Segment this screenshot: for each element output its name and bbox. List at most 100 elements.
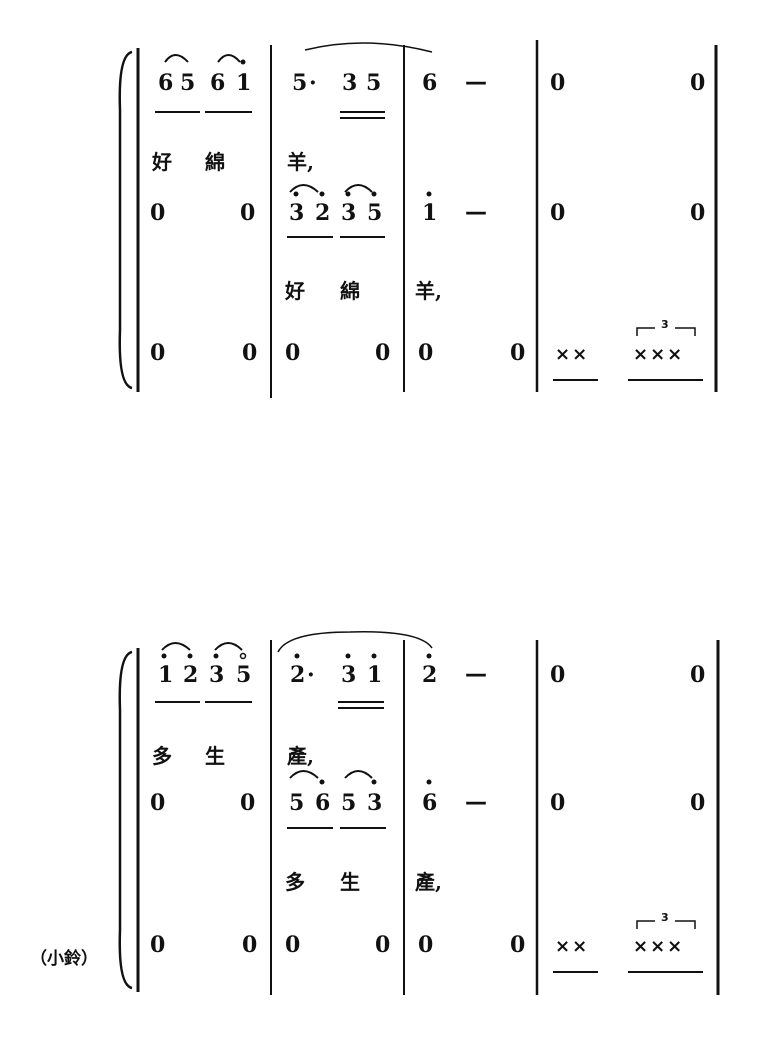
high-octave-dot — [345, 191, 351, 197]
slur — [344, 770, 373, 779]
melody-note: 3 — [341, 662, 357, 688]
high-octave-dot — [426, 191, 432, 197]
high-octave-dot — [294, 653, 300, 659]
slur — [289, 184, 319, 193]
high-octave-dot — [345, 653, 351, 659]
high-octave-dot — [187, 653, 193, 659]
slur — [217, 54, 241, 63]
melody-rest: 0 — [690, 662, 706, 688]
system-brace — [118, 50, 133, 390]
slur — [344, 184, 373, 193]
percussion-rest: 0 — [242, 932, 258, 958]
open-dot — [239, 652, 247, 660]
percussion-rest: 0 — [375, 932, 391, 958]
system-brace — [118, 650, 133, 990]
melody-note: 6 — [422, 70, 438, 96]
percussion-rest: 0 — [510, 932, 526, 958]
percussion-hits: ×× — [555, 936, 590, 957]
slur — [164, 54, 189, 63]
lyric-char: 綿 — [205, 150, 225, 174]
high-octave-dot — [319, 191, 325, 197]
high-octave-dot — [213, 653, 219, 659]
high-octave-dot — [426, 779, 432, 785]
triplet-number: 3 — [661, 911, 669, 924]
high-octave-dot — [240, 59, 246, 65]
augmentation-dot: · — [307, 662, 315, 688]
augmentation-dot: · — [309, 70, 317, 96]
high-octave-dot — [161, 653, 167, 659]
melody-note: 1 — [158, 662, 174, 688]
harmony-rest: 0 — [240, 790, 256, 816]
sustain-dash: — — [465, 70, 487, 95]
high-octave-dot — [371, 191, 377, 197]
phrase-slur — [277, 631, 433, 653]
sustain-dash: — — [465, 662, 487, 687]
high-octave-dot — [319, 779, 325, 785]
harmony-rest: 0 — [150, 200, 166, 226]
instrument-label: （小鈴） — [30, 949, 98, 969]
melody-note: 6 — [158, 70, 174, 96]
lyric-char: 羊, — [415, 279, 442, 303]
high-octave-dot — [371, 779, 377, 785]
lyric-char: 好 — [152, 150, 172, 174]
lyric-char: 多 — [152, 744, 172, 768]
percussion-rest: 0 — [418, 932, 434, 958]
melody-rest: 0 — [550, 70, 566, 96]
percussion-hits: ×× — [555, 344, 590, 365]
melody-rest: 0 — [550, 662, 566, 688]
sustain-dash: — — [465, 200, 487, 225]
melody-note: 5 — [292, 70, 308, 96]
melody-note: 3 — [209, 662, 225, 688]
phrase-slur — [304, 42, 433, 53]
harmony-rest: 0 — [550, 790, 566, 816]
melody-note: 2 — [183, 662, 199, 688]
lyric-char: 生 — [340, 870, 360, 894]
harmony-rest: 0 — [150, 790, 166, 816]
harmony-note: 5 — [367, 200, 383, 226]
harmony-note: 1 — [422, 200, 438, 226]
high-octave-dot — [293, 191, 299, 197]
melody-note: 5 — [180, 70, 196, 96]
system-1-lines — [118, 40, 718, 398]
harmony-rest: 0 — [550, 200, 566, 226]
melody-note: 2 — [290, 662, 306, 688]
lyric-char: 好 — [285, 279, 305, 303]
harmony-note: 5 — [289, 790, 305, 816]
harmony-note: 5 — [341, 790, 357, 816]
percussion-rest: 0 — [285, 340, 301, 366]
harmony-note: 2 — [315, 200, 331, 226]
score-system-1: 6 5 6 1 5 · 3 5 6 — 0 0 好 綿 羊, 0 0 3 2 3… — [0, 0, 772, 420]
melody-note: 1 — [236, 70, 252, 96]
harmony-note: 6 — [422, 790, 438, 816]
percussion-rest: 0 — [242, 340, 258, 366]
percussion-rest: 0 — [375, 340, 391, 366]
melody-note: 5 — [236, 662, 252, 688]
percussion-rest: 0 — [510, 340, 526, 366]
triplet-bracket — [636, 327, 696, 336]
lyric-char: 生 — [205, 744, 225, 768]
slur — [161, 642, 191, 651]
sustain-dash: — — [465, 790, 487, 815]
lyric-char: 多 — [285, 870, 305, 894]
harmony-note: 3 — [341, 200, 357, 226]
harmony-rest: 0 — [690, 790, 706, 816]
harmony-note: 6 — [315, 790, 331, 816]
high-octave-dot — [426, 653, 432, 659]
percussion-hits: ××× — [633, 344, 685, 365]
lyric-char: 產, — [415, 870, 442, 894]
high-octave-dot — [371, 653, 377, 659]
triplet-bracket — [636, 920, 696, 929]
harmony-rest: 0 — [240, 200, 256, 226]
lyric-char: 產, — [287, 744, 314, 768]
slur — [214, 642, 243, 651]
lyric-char: 羊, — [287, 150, 314, 174]
percussion-rest: 0 — [285, 932, 301, 958]
harmony-note: 3 — [367, 790, 383, 816]
percussion-rest: 0 — [150, 932, 166, 958]
slur — [289, 770, 319, 779]
melody-note: 6 — [210, 70, 226, 96]
melody-note: 3 — [342, 70, 358, 96]
